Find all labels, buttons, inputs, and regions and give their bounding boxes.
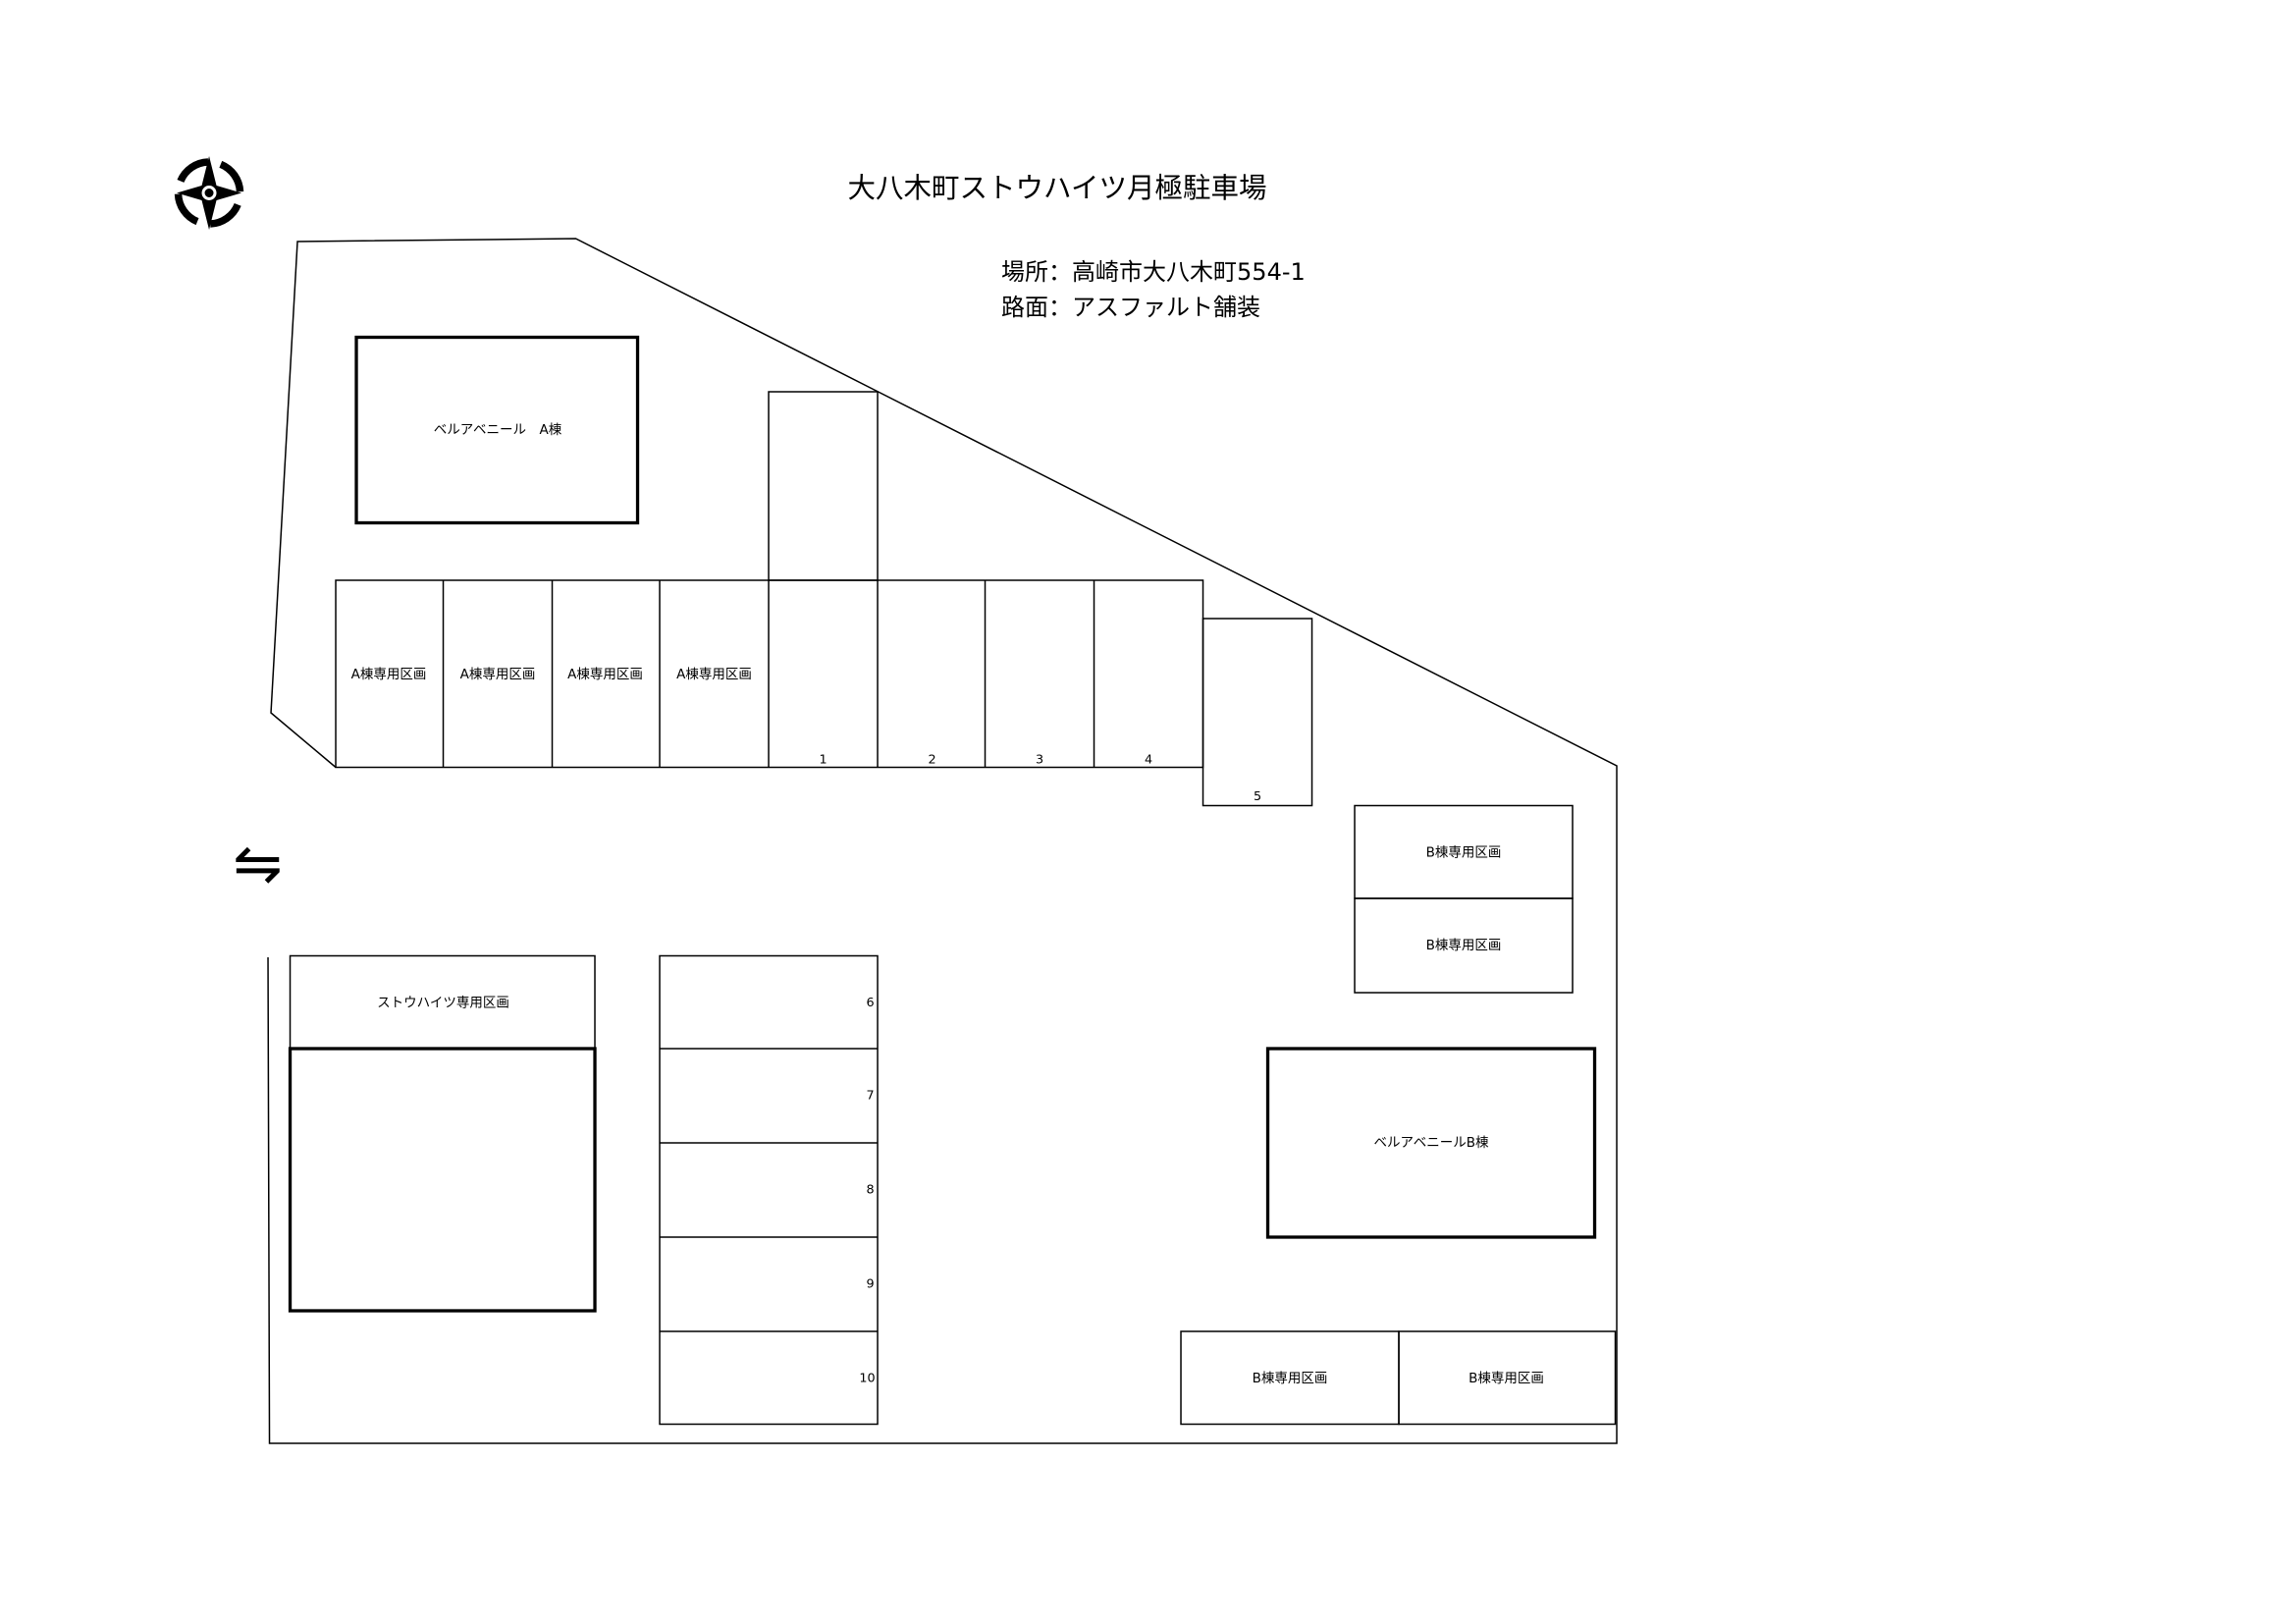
building-a bbox=[354, 335, 640, 525]
slot-5 bbox=[1201, 618, 1313, 807]
slot-number: 9 bbox=[866, 1277, 874, 1292]
slot-1-extension bbox=[768, 391, 879, 581]
a-reserved-slot-label: A棟専用区画 bbox=[351, 667, 427, 682]
a-reserved-slot-label: A棟専用区画 bbox=[460, 667, 536, 682]
slot-number: 2 bbox=[928, 753, 935, 768]
b-reserved-slot-label: B棟専用区画 bbox=[1426, 845, 1502, 861]
map-title: 大八木町ストウハイツ月極駐車場 bbox=[848, 172, 1267, 204]
slot-number: 10 bbox=[859, 1372, 875, 1386]
stou-reserved-slot-label: ストウハイツ専用区画 bbox=[377, 996, 509, 1011]
b-reserved-slot bbox=[1354, 897, 1574, 994]
location-text: 場所：高崎市大八木町554-1 bbox=[1001, 258, 1306, 286]
building-b-label: ベルアベニールB棟 bbox=[1374, 1135, 1489, 1151]
site-boundary bbox=[267, 238, 1618, 1444]
slot-number: 5 bbox=[1254, 789, 1261, 804]
surface-text: 路面：アスファルト舗装 bbox=[1001, 294, 1260, 321]
b-reserved-slot-label: B棟専用区画 bbox=[1253, 1371, 1328, 1386]
top-row-slots: A棟専用区画 A棟専用区画 A棟専用区画 A棟専用区画 1 2 3 4 bbox=[335, 579, 1204, 769]
b-reserved-slot-label: B棟専用区画 bbox=[1426, 938, 1502, 953]
building-a-label: ベルアベニール A棟 bbox=[434, 422, 562, 438]
slot-number: 3 bbox=[1036, 753, 1043, 768]
a-reserved-slot-label: A棟専用区画 bbox=[676, 667, 752, 682]
b-reserved-slot bbox=[1398, 1330, 1617, 1426]
compass-north-icon bbox=[174, 156, 244, 230]
slot-number: 7 bbox=[866, 1089, 874, 1104]
b-reserved-slot-label: B棟専用区画 bbox=[1468, 1371, 1544, 1386]
middle-column-slots: 6 7 8 9 10 bbox=[659, 954, 879, 1426]
slot-number: 8 bbox=[866, 1183, 874, 1198]
slot-number: 4 bbox=[1145, 753, 1152, 768]
a-reserved-slot-label: A棟専用区画 bbox=[567, 667, 643, 682]
two-way-traffic-icon: ⇋ bbox=[233, 830, 282, 898]
stou-heights-building bbox=[288, 1047, 597, 1313]
building-b bbox=[1265, 1047, 1597, 1239]
slot-number: 1 bbox=[819, 753, 827, 768]
slot-number: 6 bbox=[866, 996, 874, 1010]
